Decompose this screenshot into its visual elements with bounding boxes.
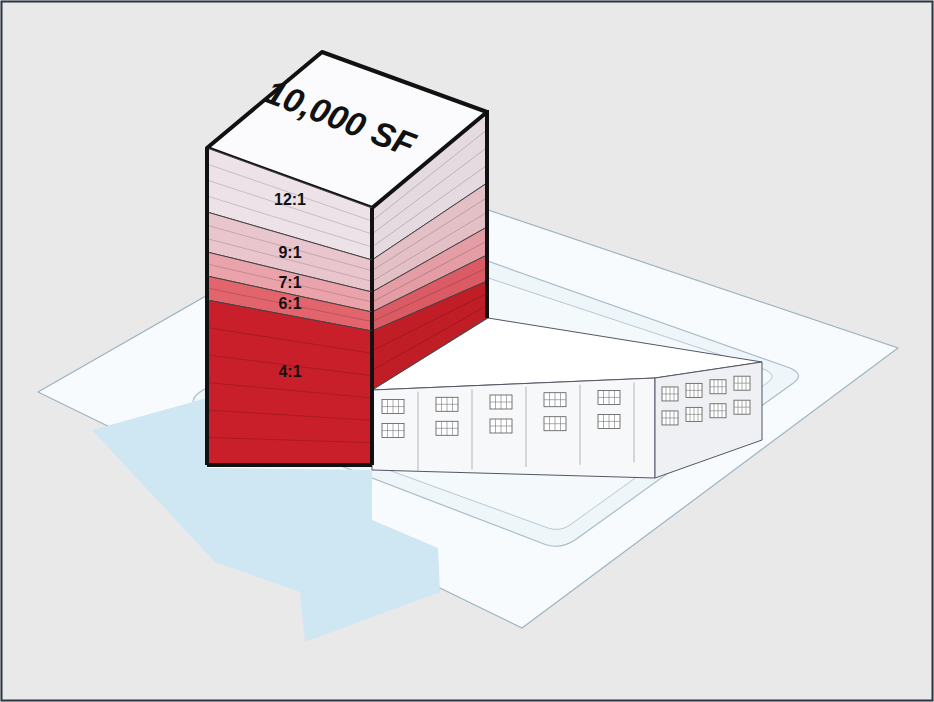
band-fill <box>207 300 372 465</box>
window <box>382 424 404 438</box>
floor-line <box>372 212 487 281</box>
tower-edge <box>370 208 374 260</box>
window-mullion <box>490 425 512 426</box>
ratio-label: 12:1 <box>274 192 306 208</box>
pilaster <box>580 385 581 465</box>
pilaster <box>526 387 527 467</box>
window <box>436 397 458 411</box>
floor-line <box>372 268 487 322</box>
window-mullion <box>662 393 678 394</box>
tower-edge <box>370 331 374 465</box>
window <box>544 393 566 407</box>
floor-line <box>207 410 372 420</box>
window <box>598 414 620 428</box>
window-mullion <box>686 414 702 415</box>
tower-edge <box>207 463 372 467</box>
window-mullion <box>382 430 404 431</box>
window <box>662 411 678 425</box>
tower-side-band <box>372 281 487 390</box>
window <box>686 407 702 421</box>
ground-plane <box>38 182 898 628</box>
low-building-front-wall <box>372 378 655 478</box>
ratio-band: 4:1 <box>207 300 372 465</box>
floor-line <box>372 293 487 350</box>
tower-edge <box>205 148 209 212</box>
tower-edge <box>370 312 374 331</box>
pilaster <box>418 392 419 472</box>
floor-line <box>207 164 372 221</box>
window <box>436 421 458 435</box>
window <box>734 400 750 414</box>
tower-edge <box>370 260 374 292</box>
floor-line <box>207 328 372 354</box>
window-mullion <box>544 423 566 424</box>
ratio-label: 9:1 <box>278 245 301 261</box>
tower-edge <box>485 110 489 318</box>
window-mullion <box>382 406 404 407</box>
windows <box>382 376 750 471</box>
window-mullion <box>598 397 620 398</box>
window <box>710 404 726 418</box>
floor-line <box>372 198 487 271</box>
window-mullion <box>734 407 750 408</box>
window-mullion <box>544 399 566 400</box>
window <box>734 376 750 390</box>
floor-line <box>372 306 487 371</box>
window-mullion <box>598 421 620 422</box>
window-mullion <box>436 428 458 429</box>
window <box>598 390 620 404</box>
window <box>662 387 678 401</box>
window <box>710 380 726 394</box>
tower-edge <box>205 212 209 252</box>
ratio-label: 4:1 <box>278 364 301 380</box>
ratio-label: 6:1 <box>278 296 301 312</box>
band-shape <box>207 300 372 465</box>
window-mullion <box>710 386 726 387</box>
pilaster <box>634 382 635 462</box>
window-mullion <box>490 401 512 402</box>
window <box>382 400 404 414</box>
pilaster <box>472 389 473 469</box>
window-mullion <box>436 404 458 405</box>
tower-edge <box>205 276 209 300</box>
floor-line <box>207 383 372 399</box>
tower-edge <box>370 292 374 312</box>
window <box>490 419 512 433</box>
floor-line <box>372 241 487 302</box>
window-mullion <box>734 383 750 384</box>
low-building-side-wall <box>655 362 762 478</box>
window <box>490 395 512 409</box>
window-mullion <box>662 417 678 418</box>
window <box>544 417 566 431</box>
tower-edge <box>205 300 209 465</box>
window <box>686 383 702 397</box>
floor-line <box>207 438 372 443</box>
ratio-label: 7:1 <box>278 275 301 291</box>
window-mullion <box>686 390 702 391</box>
tower-edge <box>205 252 209 276</box>
window-mullion <box>710 410 726 411</box>
